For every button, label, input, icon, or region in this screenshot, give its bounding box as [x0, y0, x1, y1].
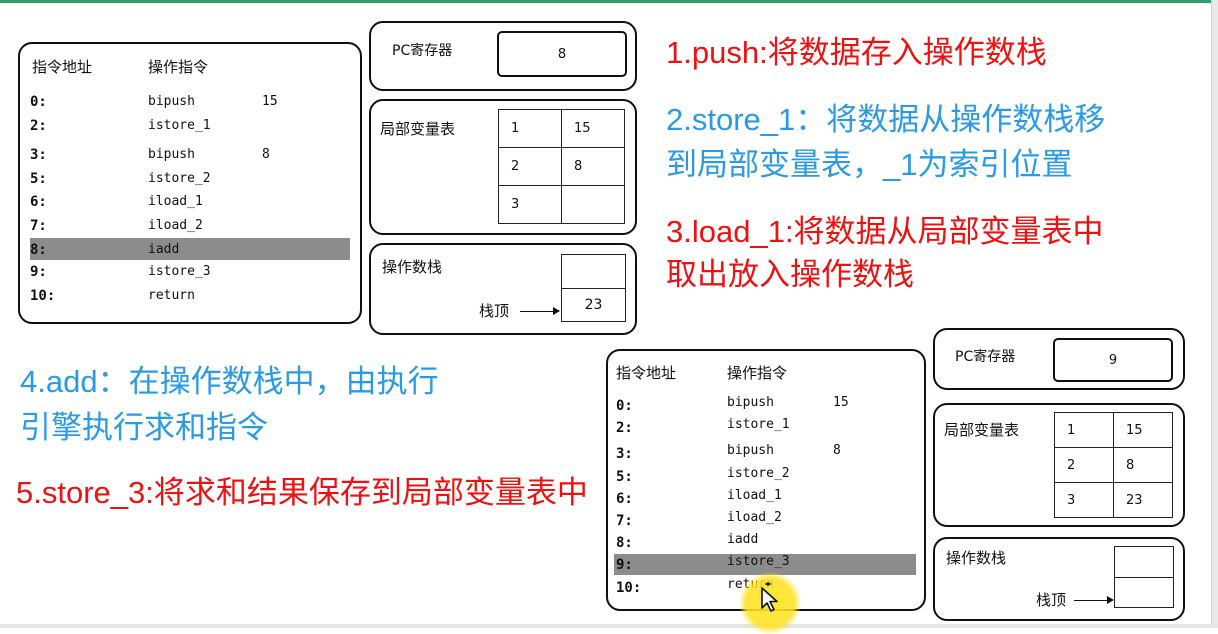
local-variable-row: 3: [498, 185, 625, 224]
pc-register-value-2: 9: [1053, 338, 1173, 382]
stack-top-label-1: 栈顶: [479, 302, 510, 320]
instruction-address: 9:: [30, 264, 47, 280]
note-add-line1: 4.add：在操作数栈中，由执行: [20, 364, 439, 399]
instruction-op: istore_1: [727, 417, 790, 432]
instruction-op: iadd: [727, 532, 759, 547]
instruction-address: 10:: [30, 288, 56, 304]
highlight-row-1: [30, 238, 350, 260]
local-variable-value: 15: [561, 109, 625, 148]
instruction-arg: 8: [833, 443, 841, 458]
operand-stack-1: 23: [561, 254, 626, 322]
instruction-arg: 8: [262, 147, 270, 162]
local-variable-value: 8: [1113, 447, 1173, 483]
note-load-1-line2: 取出放入操作数栈: [666, 257, 914, 292]
instruction-arg: 15: [833, 395, 849, 410]
instruction-op: iadd: [148, 242, 180, 257]
instruction-address: 2:: [30, 118, 47, 134]
instruction-box-1: [18, 42, 362, 324]
local-variable-index: 3: [498, 185, 562, 224]
instruction-op: iload_1: [727, 488, 782, 503]
operand-stack-label-2: 操作数栈: [946, 549, 1007, 567]
instruction-address: 3:: [30, 147, 47, 163]
instruction-address: 3:: [616, 446, 633, 462]
stack-cell: [562, 255, 625, 288]
local-variable-value: 8: [561, 147, 625, 186]
local-variable-index: 2: [498, 147, 562, 186]
instruction-op: bipush: [148, 94, 195, 109]
instruction-op: istore_1: [148, 118, 211, 133]
instruction-address: 9:: [616, 557, 633, 573]
instruction-address: 2:: [616, 420, 633, 436]
instruction-address: 6:: [30, 194, 47, 210]
pc-register-value-1: 8: [497, 31, 627, 77]
instruction-address: 7:: [616, 513, 633, 529]
instruction-op: return: [148, 288, 195, 303]
instruction-address-header-2: 指令地址: [616, 364, 677, 382]
note-add-line2: 引擎执行求和指令: [20, 410, 268, 445]
instruction-op-header-1: 操作指令: [148, 58, 209, 76]
local-variable-value: [561, 185, 625, 224]
local-variable-index: 1: [498, 109, 562, 148]
instruction-op: istore_3: [148, 264, 211, 279]
instruction-address: 6:: [616, 491, 633, 507]
instruction-address-header-1: 指令地址: [32, 58, 93, 76]
instruction-arg: 15: [262, 94, 278, 109]
instruction-address: 8:: [30, 242, 47, 258]
pc-register-label-2: PC寄存器: [955, 349, 1016, 365]
stack-cell: 23: [562, 288, 625, 321]
local-variable-value: 23: [1113, 482, 1173, 518]
pc-register-label-1: PC寄存器: [392, 43, 453, 59]
stack-cell: [1115, 577, 1173, 607]
instruction-op: bipush: [148, 147, 195, 162]
instruction-address: 5:: [616, 469, 633, 485]
local-variable-index: 3: [1054, 482, 1114, 518]
instruction-op: bipush: [727, 395, 774, 410]
instruction-op: iload_1: [148, 194, 203, 209]
note-store-1-line2: 到局部变量表，_1为索引位置: [666, 147, 1073, 182]
operand-stack-box-1: [369, 243, 637, 335]
instruction-op-header-2: 操作指令: [727, 364, 788, 382]
instruction-address: 8:: [616, 535, 633, 551]
stack-top-arrow-2: [1074, 596, 1114, 604]
note-push: 1.push:将数据存入操作数栈: [666, 35, 1047, 70]
top-accent-bar: [0, 0, 1218, 3]
mouse-cursor-icon: [761, 582, 778, 612]
local-variable-index: 2: [1054, 447, 1114, 483]
local-variable-label-1: 局部变量表: [380, 120, 456, 138]
instruction-op: istore_2: [727, 466, 790, 481]
instruction-op: iload_2: [148, 218, 203, 233]
instruction-address: 0:: [30, 94, 47, 110]
instruction-op: istore_2: [148, 171, 211, 186]
stack-cell: [1115, 547, 1173, 577]
bottom-bar: [0, 624, 1218, 628]
stack-top-arrow-1: [520, 307, 560, 315]
stack-top-label-2: 栈顶: [1036, 591, 1067, 609]
scrollbar[interactable]: [1211, 0, 1218, 628]
instruction-op: bipush: [727, 443, 774, 458]
note-store-3: 5.store_3:将求和结果保存到局部变量表中: [16, 475, 588, 510]
instruction-op: iload_2: [727, 510, 782, 525]
operand-stack-2: [1114, 546, 1174, 608]
instruction-address: 10:: [616, 580, 642, 596]
note-store-1-line1: 2.store_1：将数据从操作数栈移: [666, 102, 1106, 137]
local-variable-label-2: 局部变量表: [944, 421, 1020, 439]
note-load-1-line1: 3.load_1:将数据从局部变量表中: [666, 214, 1104, 249]
instruction-address: 7:: [30, 218, 47, 234]
local-variable-index: 1: [1054, 412, 1114, 448]
local-variable-value: 15: [1113, 412, 1173, 448]
instruction-address: 5:: [30, 171, 47, 187]
operand-stack-label-1: 操作数栈: [382, 258, 443, 276]
instruction-address: 0:: [616, 398, 633, 414]
instruction-op: istore_3: [727, 554, 790, 569]
highlight-row-2: [614, 554, 916, 575]
